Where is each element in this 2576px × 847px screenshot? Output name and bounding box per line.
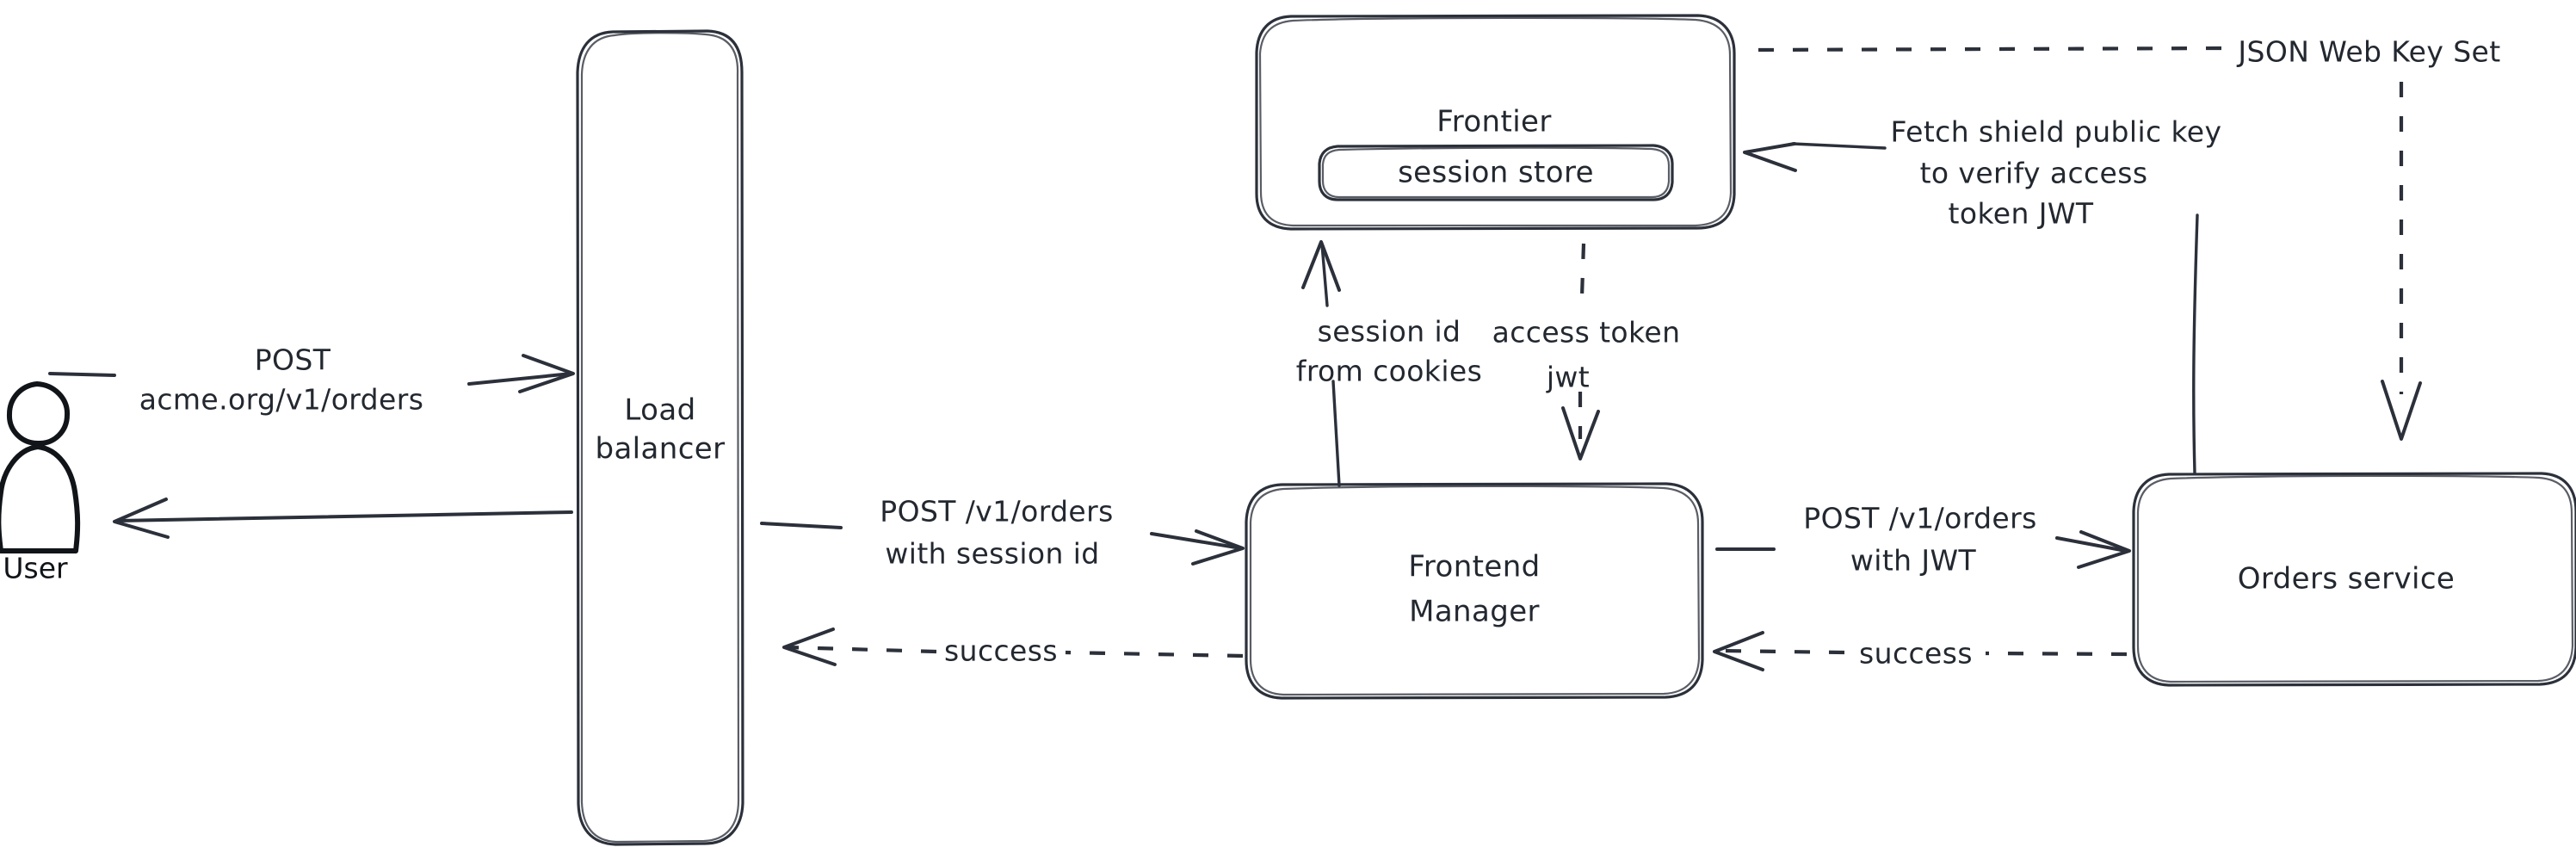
edge-frontier-to-fm-label-line1: access token (1492, 316, 1681, 349)
user-body-icon (0, 444, 81, 553)
edge-fm-to-lb-line-left (788, 645, 937, 654)
edge-frontier-to-fm-label-line2: jwt (1546, 361, 1590, 394)
orders-service-label: Orders service (2238, 562, 2456, 597)
session-store-shape-sketch (1321, 146, 1671, 199)
edge-orders-to-fm-label: success (1859, 637, 1973, 671)
edge-fm-to-lb-line-right (1065, 650, 1244, 658)
edge-lb-to-fm: POST /v1/orders with session id (760, 495, 1245, 571)
edge-lb-to-user-arrowhead (113, 498, 170, 539)
load-balancer-shape (576, 29, 744, 846)
edge-orders-to-fm-line-right (1985, 651, 2128, 657)
edge-fm-to-frontier-label-line1: session id (1318, 315, 1461, 349)
edge-frontier-to-fm-arrowhead (1561, 406, 1600, 461)
node-frontier[interactable]: Frontier session store (1255, 14, 1736, 231)
edge-jwks-arrowhead (2381, 380, 2422, 441)
edge-lb-to-fm-line-right (1150, 532, 1243, 550)
load-balancer-shape-sketch (580, 32, 740, 844)
edge-orders-to-frontier-label-line2: to verify access (1920, 157, 2148, 190)
edge-fm-to-frontier: session id from cookies (1296, 240, 1482, 487)
edge-fm-to-frontier-line-lower (1331, 380, 1341, 487)
frontend-manager-shape-sketch (1249, 485, 1701, 696)
user-label: User (3, 552, 68, 585)
edge-orders-to-fm: success (1713, 631, 2128, 671)
edge-lb-to-user-line (116, 510, 573, 522)
edge-orders-to-frontier-label-line3: token JWT (1949, 197, 2094, 231)
edge-orders-to-fm-arrowhead (1713, 631, 1764, 671)
edge-orders-to-frontier-line-horizontal (1791, 142, 1887, 150)
edge-frontier-to-fm: access token jwt (1492, 243, 1681, 461)
edge-fm-to-lb-label: success (944, 634, 1058, 668)
load-balancer-label-line1: Load (624, 393, 695, 428)
edge-orders-to-fm-line-left (1720, 648, 1845, 655)
edge-fm-to-lb: success (782, 628, 1244, 668)
edge-frontier-to-orders-jwks: JSON Web Key Set (1757, 35, 2500, 441)
edge-fm-to-orders: POST /v1/orders with JWT (1715, 502, 2131, 578)
edge-jwks-line-horizontal (1757, 46, 2224, 53)
edge-fm-to-frontier-line-upper (1320, 243, 1329, 307)
user-head-icon (7, 381, 70, 446)
edge-lb-to-fm-line-left (760, 522, 843, 529)
edge-user-to-lb-line-right (467, 372, 573, 386)
edge-fm-to-orders-label-line1: POST /v1/orders (1803, 502, 2036, 535)
frontend-manager-label-line2: Manager (1409, 595, 1540, 629)
frontier-label: Frontier (1436, 105, 1552, 139)
edge-fm-to-frontier-label-line2: from cookies (1296, 355, 1482, 388)
edge-user-to-lb-arrowhead (518, 354, 575, 393)
edge-user-to-lb-label-line1: POST (255, 343, 331, 377)
edge-user-to-lb-label-line2: acme.org/v1/orders (139, 383, 424, 417)
edge-fm-to-lb-arrowhead (782, 628, 837, 666)
node-user[interactable]: User (0, 381, 81, 585)
node-frontend-manager[interactable]: Frontend Manager (1245, 482, 1704, 700)
edge-lb-to-user (113, 498, 573, 539)
edge-orders-to-frontier: Fetch shield public key to verify access… (1743, 115, 2222, 475)
session-store-label: session store (1398, 156, 1594, 190)
frontend-manager-label-line1: Frontend (1408, 550, 1540, 584)
edge-lb-to-fm-label-line1: POST /v1/orders (880, 495, 1113, 529)
orders-service-shape (2132, 472, 2576, 687)
edge-fm-to-orders-label-line2: with JWT (1850, 544, 1977, 578)
edge-fm-to-orders-line-right (2055, 536, 2128, 553)
edge-frontier-to-fm-line-upper (1579, 243, 1586, 298)
edge-user-to-lb: POST acme.org/v1/orders (48, 343, 575, 417)
edge-lb-to-fm-arrowhead (1191, 529, 1245, 566)
node-orders-service[interactable]: Orders service (2132, 472, 2576, 687)
edge-orders-to-frontier-line-arrow-tail (1744, 142, 1795, 154)
orders-service-shape-sketch (2136, 474, 2574, 683)
edge-orders-to-frontier-curve (2192, 213, 2199, 475)
edge-jwks-label: JSON Web Key Set (2236, 35, 2500, 69)
frontier-shape-sketch (1258, 16, 1733, 227)
load-balancer-label-line2: balancer (595, 432, 725, 467)
frontend-manager-shape (1245, 482, 1704, 700)
node-session-store[interactable]: session store (1318, 144, 1674, 201)
session-store-shape (1318, 144, 1674, 201)
edge-lb-to-fm-label-line2: with session id (885, 537, 1099, 571)
edge-orders-to-frontier-label-line1: Fetch shield public key (1891, 115, 2222, 149)
edge-user-to-lb-line-left (48, 372, 116, 377)
node-load-balancer[interactable]: Load balancer (576, 29, 744, 846)
edge-fm-to-frontier-arrowhead (1301, 240, 1341, 292)
edge-fm-to-orders-arrowhead (2077, 530, 2131, 569)
